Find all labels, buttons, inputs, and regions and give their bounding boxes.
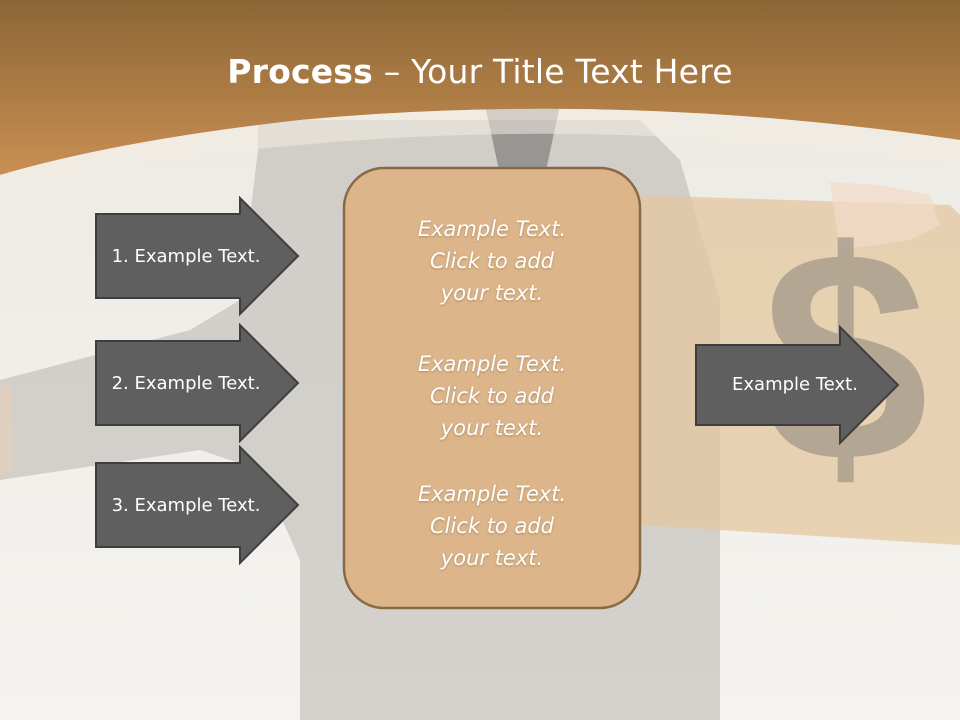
center-text-block-1: Example Text. Click to add your text.: [345, 213, 639, 309]
arrow-shape-2[interactable]: [95, 322, 300, 444]
title-bold: Process: [227, 52, 373, 91]
center-text-3-line3: your text.: [440, 546, 544, 570]
center-text-1-line3: your text.: [440, 281, 544, 305]
arrow-label-2: 2. Example Text.: [111, 372, 261, 394]
arrow-shape-right[interactable]: [695, 324, 900, 446]
arrow-shape-1[interactable]: [95, 195, 300, 317]
hand-right: [790, 180, 940, 250]
title-rest: Your Title Text Here: [411, 52, 733, 91]
center-text-3-line2: Click to add: [429, 514, 554, 538]
arrow-shape-3[interactable]: [95, 444, 300, 566]
center-text-2-line2: Click to add: [429, 384, 554, 408]
center-text-block-2: Example Text. Click to add your text.: [345, 348, 639, 444]
center-text-block-3: Example Text. Click to add your text.: [345, 478, 639, 574]
center-text-2-line1: Example Text.: [417, 352, 567, 376]
hand-left: [0, 385, 14, 475]
slide-title[interactable]: Process – Your Title Text Here: [0, 52, 960, 91]
arrow-label-3: 3. Example Text.: [111, 494, 261, 516]
center-text-1-line1: Example Text.: [417, 217, 567, 241]
title-separator: –: [373, 52, 412, 91]
center-text-2-line3: your text.: [440, 416, 544, 440]
arrow-label-1: 1. Example Text.: [111, 245, 261, 267]
center-box[interactable]: [342, 166, 642, 610]
center-text-1-line2: Click to add: [429, 249, 554, 273]
arrow-label-right: Example Text.: [732, 373, 858, 395]
center-text-3-line1: Example Text.: [417, 482, 567, 506]
header-swoosh: [0, 108, 960, 190]
header-band: [0, 0, 960, 175]
